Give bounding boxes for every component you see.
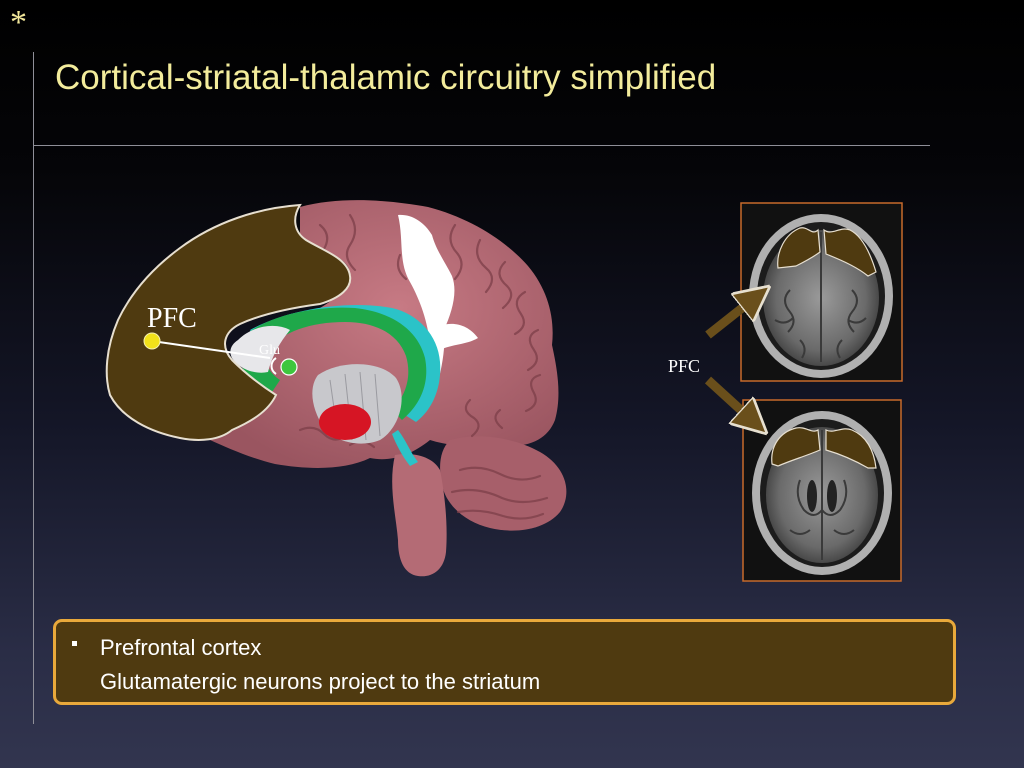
pfc-neuron xyxy=(143,332,161,350)
callout-heading: Prefrontal cortex xyxy=(100,635,262,660)
white-matter-branch xyxy=(430,323,478,350)
arrow-to-top-mri xyxy=(705,297,756,339)
ventricle xyxy=(250,304,441,422)
slide-marker: * xyxy=(10,4,27,41)
glu-projection-line xyxy=(151,340,271,359)
striatum xyxy=(238,307,427,420)
mri-bottom-panel xyxy=(742,399,902,582)
glu-label: Glu xyxy=(259,343,280,358)
mri-pfc-label: PFC xyxy=(668,356,700,376)
white-matter xyxy=(398,214,455,402)
cyan-tail xyxy=(392,430,418,466)
title-underline xyxy=(33,145,930,146)
pfc-label: PFC xyxy=(147,303,197,334)
arrow-to-bottom-mri xyxy=(704,376,754,422)
brain-illustration xyxy=(105,200,567,577)
mri-top-panel xyxy=(740,202,903,382)
cerebellum xyxy=(440,436,567,531)
striatal-neuron xyxy=(280,358,298,376)
internal-capsule xyxy=(230,325,290,373)
vertical-rule xyxy=(33,52,34,724)
synapse-terminal xyxy=(270,357,277,375)
bullet-marker xyxy=(72,641,77,646)
slide-title: Cortical-striatal-thalamic circuitry sim… xyxy=(55,58,717,97)
callout-box: Prefrontal cortex Glutamatergic neurons … xyxy=(53,619,956,705)
callout-detail: Glutamatergic neurons project to the str… xyxy=(100,669,541,694)
gyri-texture xyxy=(298,213,549,520)
globus-pallidus xyxy=(319,404,371,440)
brainstem xyxy=(392,453,447,577)
pfc-region xyxy=(105,203,352,441)
mri-bottom-pfc-overlay xyxy=(771,427,877,469)
mri-top-pfc-overlay xyxy=(777,227,877,277)
